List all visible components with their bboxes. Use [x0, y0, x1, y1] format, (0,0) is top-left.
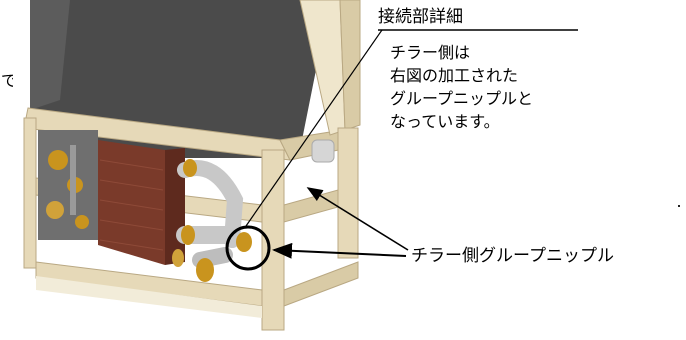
callout-body: チラー側は 右図の加工された グループニップルと なっています。 [390, 41, 580, 133]
callout-line-4: なっています。 [390, 112, 500, 131]
cropped-text-fragment: で [1, 72, 13, 90]
edge-dot [678, 205, 680, 207]
callout-line-2: 右図の加工された [390, 66, 519, 85]
callout-line-3: グループニップルと [390, 89, 534, 108]
heat-exchanger [98, 140, 165, 265]
arrow-to-nipple-icon [272, 242, 407, 259]
highlight-circle-icon [225, 225, 271, 271]
callout-line-1: チラー側は [390, 43, 471, 62]
callout-leader-line [245, 29, 383, 227]
arrow-to-side-port-icon [306, 187, 409, 251]
frame-rear-post [337, 127, 359, 259]
part-label: チラー側グループニップル [411, 246, 614, 266]
callout-title: 接続部詳細 [378, 7, 463, 27]
frame-left-post [23, 117, 37, 269]
side-port [311, 139, 335, 163]
